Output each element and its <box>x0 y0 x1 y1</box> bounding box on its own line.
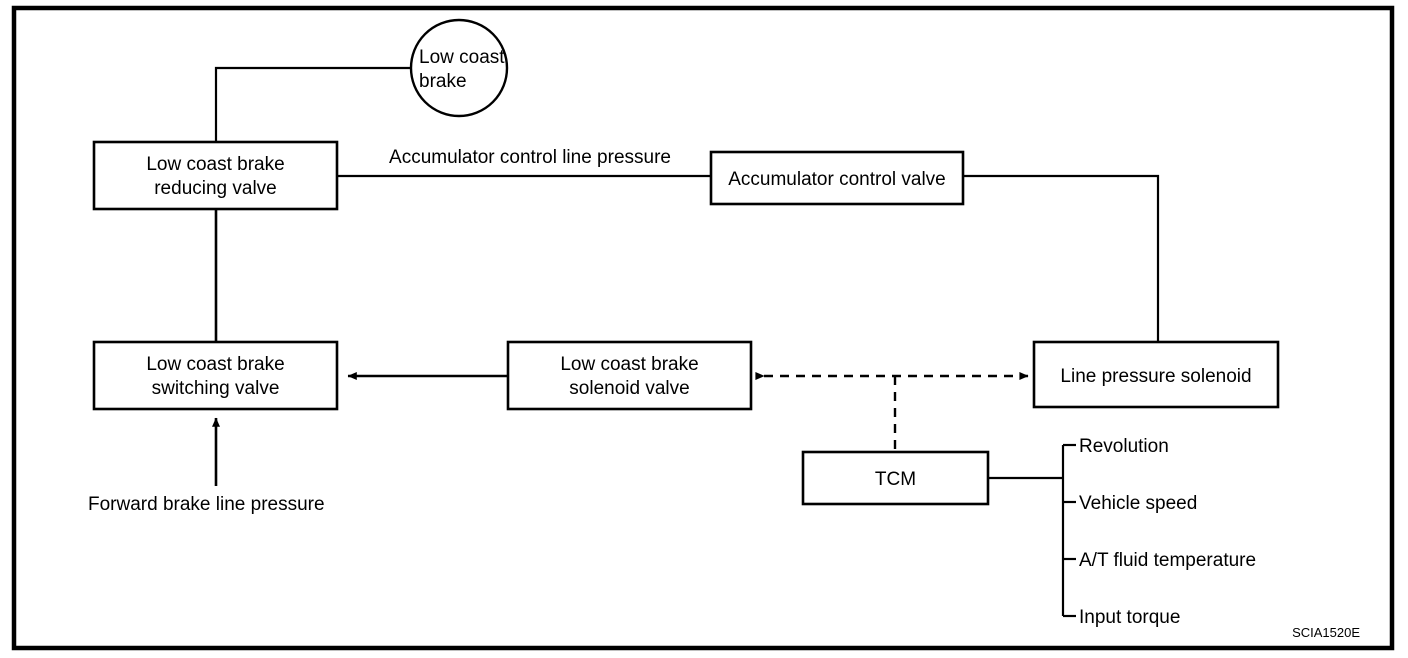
node-low-coast-brake-line1: Low coast <box>419 47 505 68</box>
edge-label-forward-brake-line-pressure: Forward brake line pressure <box>88 494 325 515</box>
node-tcm[interactable] <box>801 450 990 506</box>
node-low-coast-brake[interactable] <box>409 18 509 118</box>
node-solenoid-valve-line1: Low coast brake <box>560 354 698 375</box>
node-low-coast-brake-line2: brake <box>419 71 467 92</box>
node-reducing-valve-line2: reducing valve <box>154 178 277 199</box>
figure-id-label: SCIA1520E <box>1292 625 1360 640</box>
tcm-input-item-at-fluid-temperature: A/T fluid temperature <box>1079 550 1256 571</box>
node-line-pressure-solenoid-label: Line pressure solenoid <box>1060 366 1251 387</box>
node-accumulator-control-valve[interactable] <box>709 150 965 206</box>
tcm-input-item-vehicle-speed: Vehicle speed <box>1079 493 1197 514</box>
tcm-input-item-revolution: Revolution <box>1079 436 1169 457</box>
connector-accumulator-control-valve-to-line-pressure-solenoid <box>963 174 1160 342</box>
connector-low-coast-brake-to-reducing-valve <box>214 66 412 142</box>
node-switching-valve-line2: switching valve <box>152 378 280 399</box>
node-tcm-label: TCM <box>875 469 916 490</box>
node-switching-valve[interactable] <box>92 340 339 411</box>
node-solenoid-valve[interactable] <box>506 340 753 411</box>
node-accumulator-control-valve-label: Accumulator control valve <box>728 169 946 190</box>
node-reducing-valve[interactable] <box>92 140 339 211</box>
edge-label-accumulator-control-line-pressure: Accumulator control line pressure <box>389 147 671 168</box>
node-reducing-valve-line1: Low coast brake <box>146 154 284 175</box>
node-solenoid-valve-line2: solenoid valve <box>569 378 689 399</box>
node-switching-valve-line1: Low coast brake <box>146 354 284 375</box>
node-line-pressure-solenoid[interactable] <box>1032 340 1280 409</box>
tcm-input-item-input-torque: Input torque <box>1079 607 1180 628</box>
figure-border <box>11 5 1395 651</box>
